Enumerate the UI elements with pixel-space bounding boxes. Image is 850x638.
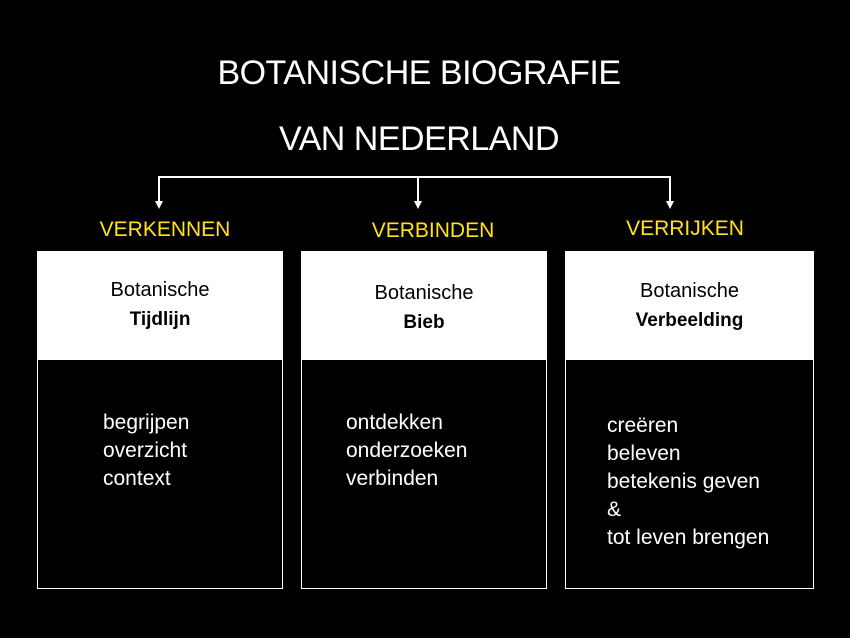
card-bieb: Botanische Bieb ontdekken onderzoeken ve… [301,251,547,589]
card-tijdlijn: Botanische Tijdlijn begrijpen overzicht … [37,251,283,589]
card-item: beleven [607,442,681,465]
card-item: context [103,467,171,490]
card-item: overzicht [103,439,188,462]
card-body: ontdekken onderzoeken verbinden [302,360,546,493]
card-item: & [607,498,622,521]
card-item: onderzoeken [346,439,468,462]
card-header: Botanische Tijdlijn [38,252,282,360]
column-label-verbinden: VERBINDEN [371,219,495,242]
card-verbeelding: Botanische Verbeelding creëren beleven b… [565,251,814,589]
card-item: begrijpen [103,411,190,434]
card-name: Verbeelding [635,310,744,331]
card-header: Botanische Verbeelding [566,252,813,360]
card-header: Botanische Bieb [302,252,546,360]
card-item: tot leven brengen [607,526,770,549]
column-label-verrijken: VERRIJKEN [626,217,744,240]
title-line-1: BOTANISCHE BIOGRAFIE [217,54,621,92]
title-line-2: VAN NEDERLAND [278,120,560,158]
card-body: begrijpen overzicht context [38,360,282,493]
card-name: Bieb [403,312,445,333]
card-item: betekenis geven [607,470,760,493]
card-item: creëren [607,414,679,437]
card-body: creëren beleven betekenis geven & tot le… [566,360,813,552]
card-subtitle: Botanische [640,280,739,302]
card-subtitle: Botanische [374,282,474,304]
card-name: Tijdlijn [129,309,191,330]
card-subtitle: Botanische [110,279,210,301]
card-item: ontdekken [346,411,443,434]
column-label-verkennen: VERKENNEN [99,218,231,241]
card-item: verbinden [346,467,439,490]
